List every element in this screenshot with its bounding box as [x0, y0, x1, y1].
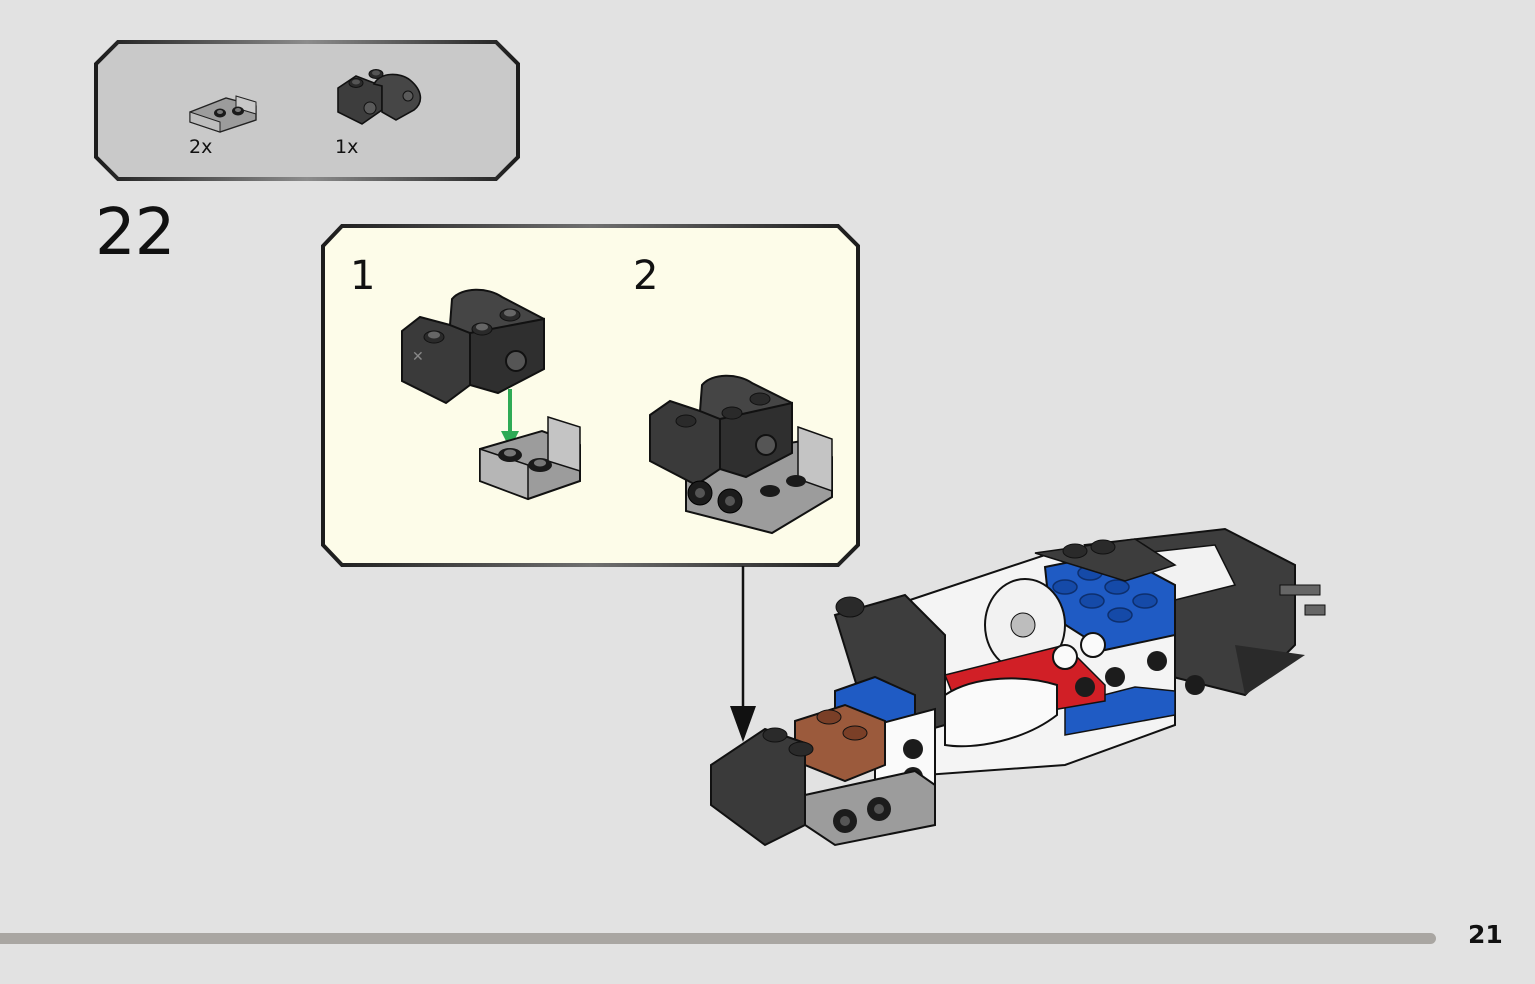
substep-2-illustration — [649, 374, 833, 535]
substep-number: 2 — [633, 253, 659, 299]
step-number: 22 — [95, 196, 175, 270]
parts-list-frame — [94, 40, 520, 181]
substep-number: 1 — [350, 253, 376, 299]
substep-1-illustration: ✕ — [401, 288, 581, 501]
page-number: 21 — [1468, 920, 1503, 949]
technic-connector-icon — [337, 69, 422, 125]
part-quantity: 2x — [189, 136, 213, 158]
part-quantity: 1x — [335, 136, 359, 158]
placement-arrow — [730, 566, 756, 742]
page-progress-bar — [0, 933, 1436, 944]
main-model-illustration — [710, 527, 1326, 847]
sub-assembly-callout: 1 2 ✕ — [320, 223, 861, 568]
plate-with-bracket-icon — [189, 95, 257, 133]
parts-list-box: 2x 1x — [94, 40, 520, 181]
svg-text:✕: ✕ — [412, 349, 424, 365]
